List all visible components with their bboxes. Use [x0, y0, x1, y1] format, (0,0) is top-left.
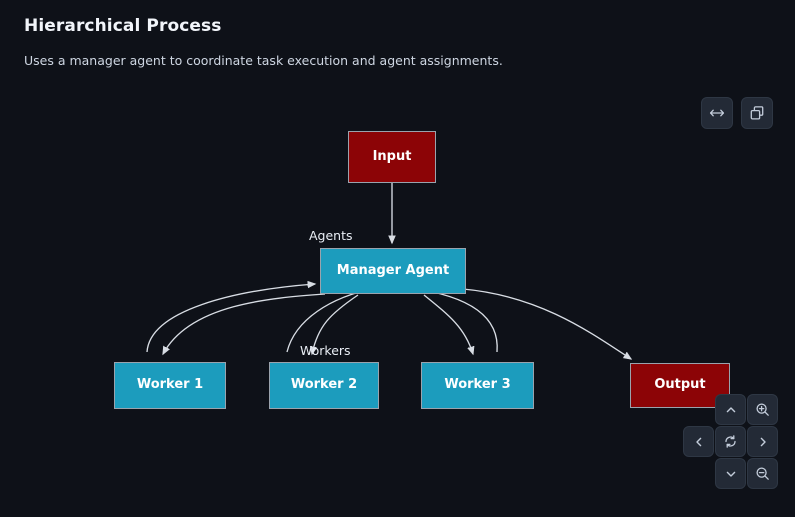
canvas-navigation-pad [683, 394, 778, 489]
zoom-out-button[interactable] [747, 458, 778, 489]
edge-manager-worker3 [423, 294, 473, 354]
chevron-up-icon [724, 403, 738, 417]
edge-manager-worker2 [312, 294, 359, 354]
canvas-toolbar [701, 97, 773, 129]
node-worker-2[interactable]: Worker 2 [269, 362, 379, 409]
node-output[interactable]: Output [630, 363, 730, 408]
horizontal-arrows-icon [709, 105, 725, 121]
pan-right-button[interactable] [747, 426, 778, 457]
node-worker-1[interactable]: Worker 1 [114, 362, 226, 409]
page-header: Hierarchical Process Uses a manager agen… [0, 0, 795, 70]
navpad-spacer-top-left [683, 394, 712, 423]
edge-manager-worker1 [163, 293, 326, 354]
group-label-agents: Agents [309, 228, 353, 243]
edge-layer [146, 182, 795, 517]
page-subtitle: Uses a manager agent to coordinate task … [24, 53, 503, 69]
reset-view-button[interactable] [715, 426, 746, 457]
node-manager-agent[interactable]: Manager Agent [320, 248, 466, 294]
node-worker-3[interactable]: Worker 3 [421, 362, 534, 409]
chevron-right-icon [756, 435, 770, 449]
diagram-canvas[interactable]: Agents Workers Input Manager Agent Worke… [0, 82, 795, 517]
edge-worker1-manager [146, 284, 315, 353]
zoom-in-button[interactable] [747, 394, 778, 425]
zoom-in-icon [755, 402, 770, 417]
copy-button[interactable] [741, 97, 773, 129]
pan-down-button[interactable] [715, 458, 746, 489]
fit-width-button[interactable] [701, 97, 733, 129]
chevron-left-icon [692, 435, 706, 449]
page-title: Hierarchical Process [24, 16, 222, 36]
pan-up-button[interactable] [715, 394, 746, 425]
chevron-down-icon [724, 467, 738, 481]
node-input[interactable]: Input [348, 131, 436, 183]
edge-manager-output [462, 288, 631, 359]
pan-left-button[interactable] [683, 426, 714, 457]
refresh-icon [723, 434, 738, 449]
zoom-out-icon [755, 466, 770, 481]
copy-icon [749, 105, 765, 121]
group-label-workers: Workers [300, 343, 351, 358]
navpad-spacer-bottom-left [683, 458, 712, 487]
